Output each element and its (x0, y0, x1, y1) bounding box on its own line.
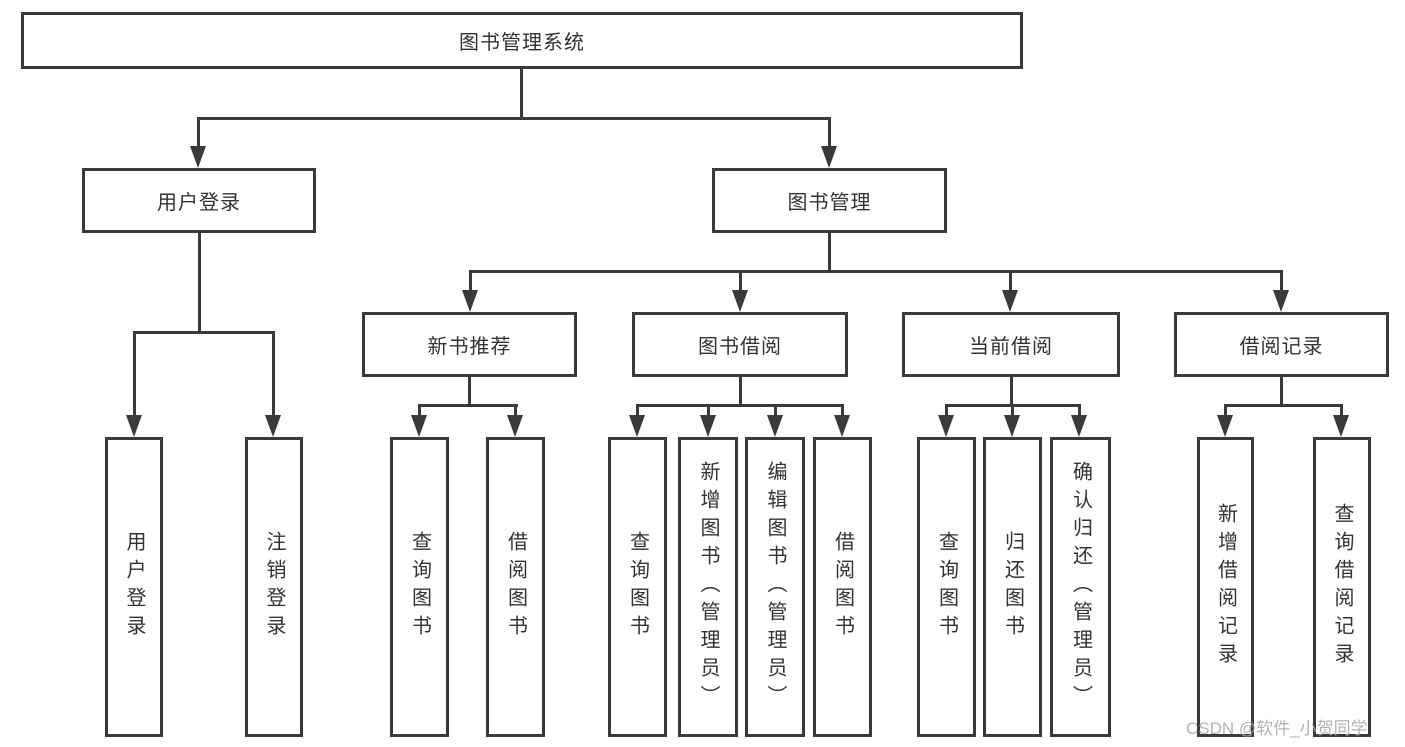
arrowhead-bb-query (629, 415, 645, 437)
node-current-borrowing: 当前借阅 (902, 312, 1120, 377)
connector-drop-cb-return (1011, 404, 1014, 417)
arrowhead-new-book (462, 290, 478, 312)
connector-userlogin-rail (133, 331, 275, 334)
node-label: 用户登录 (157, 192, 241, 214)
arrowhead-current-borrow (1002, 290, 1018, 312)
arrowhead-br-query (1333, 415, 1349, 437)
connector-root-rail (197, 117, 831, 120)
leaf-label: 查询图书 (626, 531, 649, 643)
connector-drop-cb-query (945, 404, 948, 417)
arrowhead-nb-borrow (507, 415, 523, 437)
node-label: 图书借阅 (698, 336, 782, 358)
leaf-label: 归还图书 (1001, 531, 1024, 643)
arrowhead-bb-edit (767, 415, 783, 437)
connector-drop-bb-borrow (841, 404, 844, 417)
arrowhead-borrow-records (1273, 290, 1289, 312)
arrowhead-book-management (821, 146, 837, 168)
connector-userlogin-stem (198, 233, 201, 334)
node-user-login: 用户登录 (82, 168, 316, 233)
leaf-label: 借阅图书 (831, 531, 854, 643)
node-label: 图书管理 (787, 192, 872, 214)
leaf-label: 用户登录 (123, 531, 145, 643)
leaf-user-login: 用户登录 (105, 437, 163, 737)
connector-currentborrow-stem (1010, 377, 1013, 407)
node-book-management: 图书管理 (712, 168, 947, 233)
leaf-edit-book-admin: 编辑图书（管理员） (745, 437, 805, 737)
arrowhead-leaf-user-login (126, 415, 142, 437)
connector-drop-leaf-logout (272, 331, 275, 417)
connector-borrowrec-stem (1280, 377, 1283, 407)
connector-drop-bb-add (707, 404, 710, 417)
node-book-borrowing: 图书借阅 (632, 312, 848, 377)
connector-drop-current-borrow (1009, 270, 1012, 292)
connector-drop-borrow-records (1280, 270, 1283, 292)
leaf-label: 确认归还（管理员） (1069, 461, 1092, 713)
leaf-label: 新增图书（管理员） (697, 461, 719, 713)
leaf-label: 注销登录 (263, 531, 285, 643)
node-label: 新书推荐 (427, 336, 512, 358)
connector-drop-nb-query (418, 404, 421, 417)
arrowhead-leaf-logout (265, 415, 281, 437)
leaf-label: 借阅图书 (504, 531, 527, 643)
connector-root-stem (520, 69, 523, 119)
connector-bookmgmt-stem (828, 233, 831, 273)
connector-drop-nb-borrow (514, 404, 517, 417)
arrowhead-cb-return (1004, 415, 1020, 437)
connector-drop-new-book (469, 270, 472, 292)
leaf-borrowing-borrow-books: 借阅图书 (813, 437, 872, 737)
node-borrow-records: 借阅记录 (1174, 312, 1389, 377)
arrowhead-user-login (190, 146, 206, 168)
connector-drop-book-borrow (739, 270, 742, 292)
connector-bookborrow-stem (739, 377, 742, 407)
leaf-label: 查询图书 (408, 531, 431, 643)
leaf-current-query-books: 查询图书 (917, 437, 976, 737)
leaf-return-books: 归还图书 (983, 437, 1042, 737)
leaf-label: 新增借阅记录 (1214, 503, 1237, 671)
leaf-add-borrow-record: 新增借阅记录 (1197, 437, 1254, 737)
connector-newbook-rail (418, 404, 518, 407)
leaf-confirm-return-admin: 确认归还（管理员） (1050, 437, 1111, 737)
node-library-management-system: 图书管理系统 (21, 12, 1023, 69)
node-new-book-recommend: 新书推荐 (362, 312, 577, 377)
arrowhead-cb-confirm (1071, 415, 1087, 437)
connector-drop-leaf-user-login (133, 331, 136, 417)
node-label: 当前借阅 (969, 336, 1053, 358)
leaf-label: 查询图书 (935, 531, 958, 643)
leaf-newbook-borrow-books: 借阅图书 (486, 437, 545, 737)
csdn-watermark: CSDN @软件_小贺同学 (1186, 719, 1368, 738)
connector-drop-bb-edit (774, 404, 777, 417)
connector-bookmgmt-rail (469, 270, 1282, 273)
leaf-label: 编辑图书（管理员） (764, 461, 786, 713)
arrowhead-bb-add (700, 415, 716, 437)
connector-borrowrec-rail (1224, 404, 1342, 407)
connector-drop-br-query (1340, 404, 1343, 417)
leaf-newbook-query-books: 查询图书 (390, 437, 449, 737)
arrowhead-nb-query (411, 415, 427, 437)
leaf-logout: 注销登录 (245, 437, 303, 737)
connector-drop-user-login (197, 117, 200, 148)
arrowhead-cb-query (938, 415, 954, 437)
arrowhead-book-borrow (732, 290, 748, 312)
connector-drop-bb-query (636, 404, 639, 417)
leaf-label: 查询借阅记录 (1331, 503, 1353, 671)
arrowhead-br-add (1217, 415, 1233, 437)
connector-drop-book-management (828, 117, 831, 148)
leaf-query-borrow-record: 查询借阅记录 (1313, 437, 1371, 737)
node-label: 借阅记录 (1239, 336, 1324, 358)
leaf-borrowing-query-books: 查询图书 (608, 437, 667, 737)
leaf-add-book-admin: 新增图书（管理员） (678, 437, 738, 737)
connector-drop-cb-confirm (1078, 404, 1081, 417)
connector-newbook-stem (468, 377, 471, 407)
node-label: 图书管理系统 (459, 32, 585, 54)
connector-bookborrow-rail (636, 404, 843, 407)
connector-drop-br-add (1224, 404, 1227, 417)
arrowhead-bb-borrow (834, 415, 850, 437)
